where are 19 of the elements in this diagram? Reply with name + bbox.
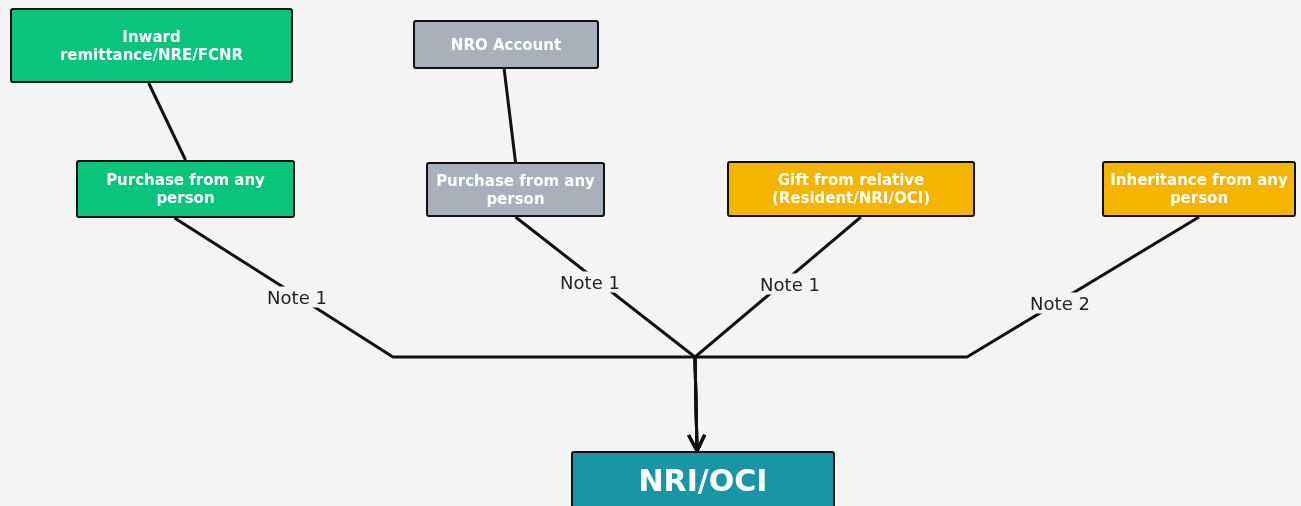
box-text: NRI/OCI <box>638 463 768 499</box>
process-box <box>571 451 835 506</box>
process-box <box>727 161 975 217</box>
box-text: Purchase from any person <box>105 171 266 207</box>
box-text: Inward remittance/NRE/FCNR <box>58 27 245 64</box>
box-text: Purchase from any person <box>435 171 596 208</box>
box-text: Inheritance from any person <box>1110 171 1288 207</box>
process-box <box>76 160 295 218</box>
connector-arrow <box>687 215 1200 453</box>
box-text: Gift from relative (Resident/NRI/OCI) <box>770 171 932 207</box>
process-box <box>10 8 293 83</box>
edge-label: Note 2 <box>1028 292 1092 314</box>
process-box <box>1102 161 1296 217</box>
edge-label: Note 1 <box>758 273 822 295</box>
box-text: NRO Account <box>450 35 562 54</box>
edge-label: Note 1 <box>265 286 329 308</box>
edge-label: Note 1 <box>558 271 622 293</box>
process-box <box>413 20 599 69</box>
process-box <box>426 162 605 217</box>
